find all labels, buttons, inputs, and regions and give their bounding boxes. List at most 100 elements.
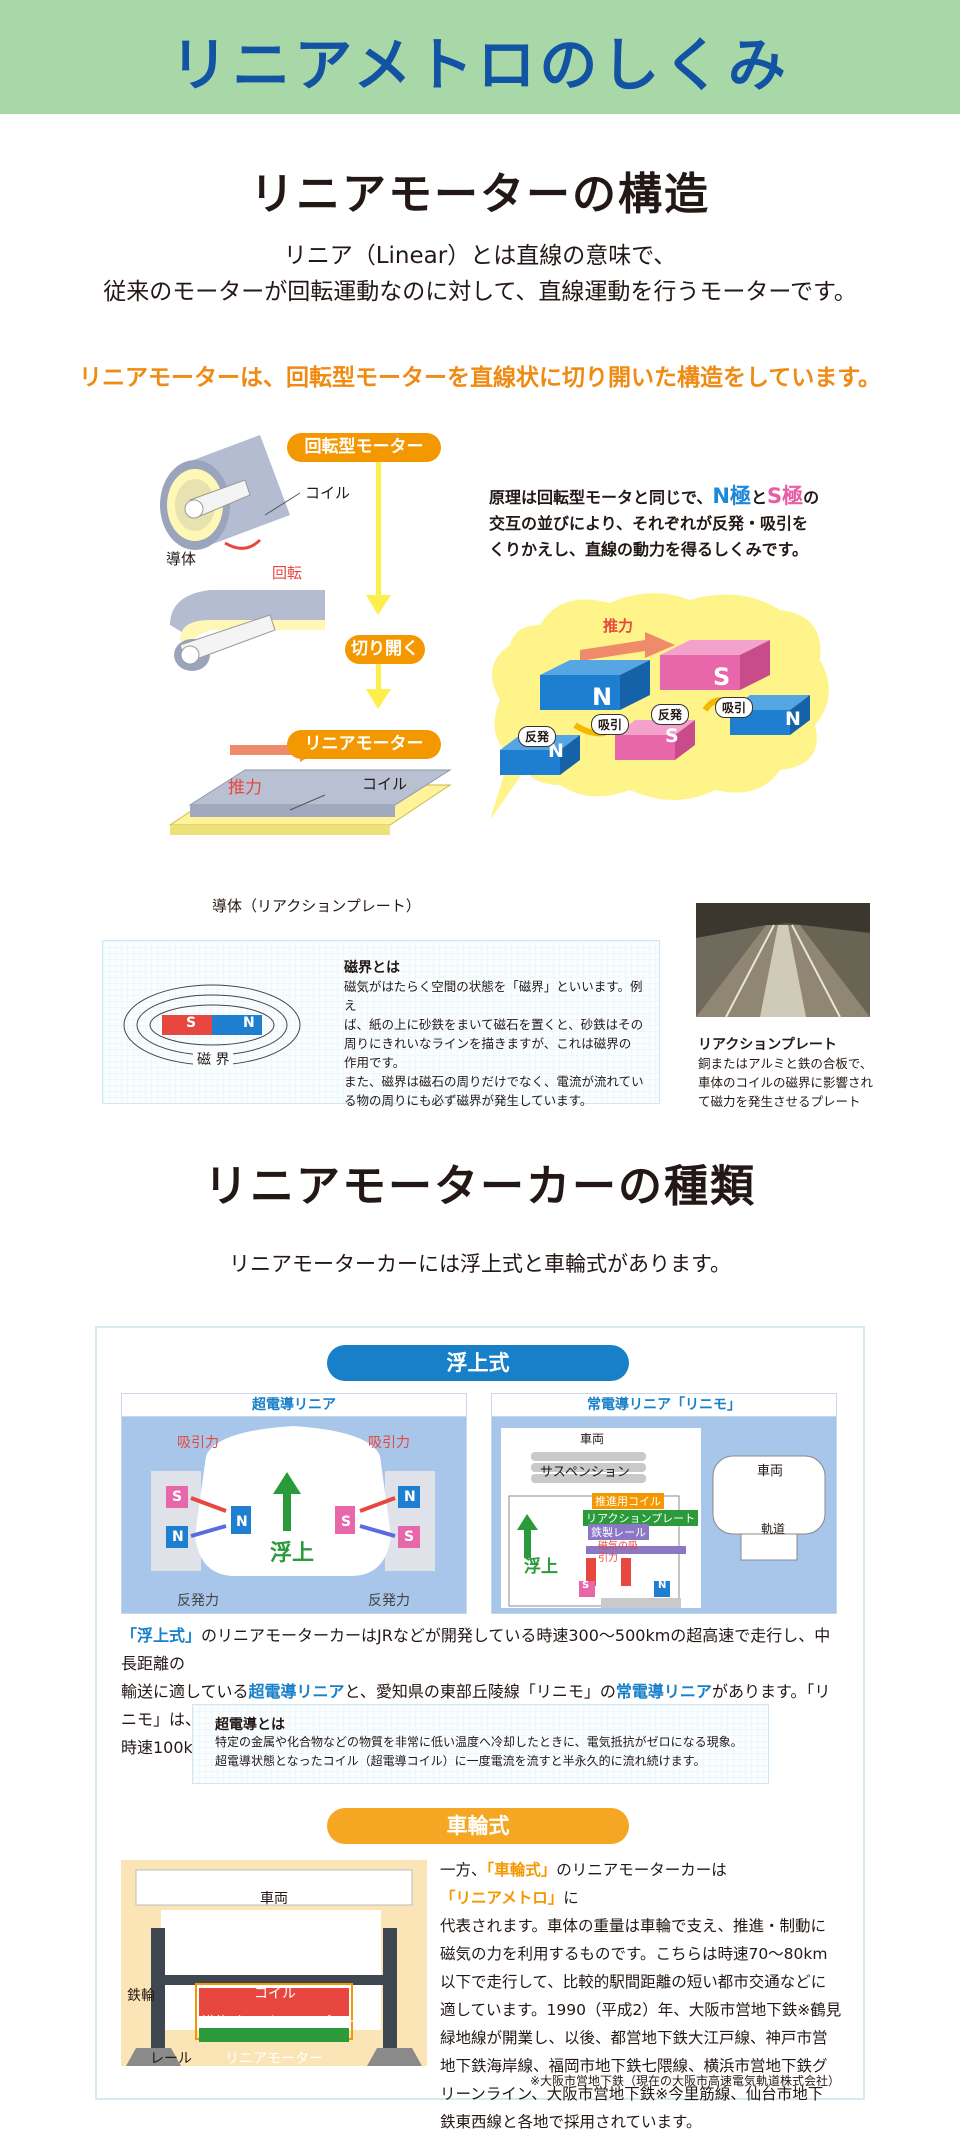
magnet-s-bottom <box>615 720 695 760</box>
coil-label: コイル <box>305 484 351 502</box>
wheel-text-line: 磁気の力を利用するものです。こちらは時速70〜80km <box>440 1945 828 1963</box>
iron-wheel-label: 鉄輪 <box>127 1988 155 2004</box>
wheel-term: 「車輪式」 <box>486 1861 557 1879</box>
magnetic-field-line: ば、紙の上に砂鉄をまいて磁石を置くと、砂鉄はその <box>344 1017 644 1032</box>
superconducting-diagram <box>151 1426 435 1576</box>
maglev-term: 「浮上式」 <box>121 1626 202 1645</box>
field-magnet-s: S <box>186 1015 197 1031</box>
motor-diagram <box>160 435 452 835</box>
superconducting-panel-title: 超電導リニア <box>121 1393 467 1417</box>
maglev-text-part: があります。「リニモ」は、 <box>121 1682 831 1729</box>
magnetic-field-line: 磁気がはたらく空間の状態を「磁界」といいます。例え <box>344 979 643 1013</box>
reaction-plate-line: 車体のコイルの磁界に影響され <box>698 1075 874 1090</box>
coil-block <box>199 1988 349 2016</box>
s-pole-label: S極 <box>766 484 804 508</box>
thrust-arrow <box>230 738 320 762</box>
wheel-diagram <box>121 1860 427 2066</box>
magnetic-field-text: 磁気がはたらく空間の状態を「磁界」といいます。例え ば、紙の上に砂鉄をまいて磁石… <box>344 977 649 1110</box>
principle-text: 原理は回転型モータと同じで、N極とS極の 交互の並びにより、それぞれが反発・吸引… <box>489 483 889 563</box>
maglev-text-part: 輸送に適している <box>121 1682 249 1701</box>
flow-arrow-2 <box>376 653 381 693</box>
wheel-description: 一方、「車輪式」のリニアモーターカーは「リニアメトロ」に 代表されます。車体の重… <box>440 1856 845 2136</box>
reaction-plate-title: リアクションプレート <box>698 1037 837 1053</box>
reaction-plate-text: 銅またはアルミと鉄の合板で、 車体のコイルの磁界に影響され て磁力を発生させるプ… <box>698 1054 878 1111</box>
thrust-label: 推力 <box>228 778 262 798</box>
magnet-n-block <box>212 1015 262 1035</box>
wheel-pill: 車輪式 <box>327 1808 629 1844</box>
linear-coil-label: コイル <box>362 775 408 793</box>
rotary-motor-illustration <box>160 435 290 550</box>
magnet-s-top <box>660 640 770 690</box>
repel-label-2: 反発 <box>651 704 690 725</box>
reaction-plate-line: 銅またはアルミと鉄の合板で、 <box>698 1056 873 1071</box>
linear-motor-illustration <box>168 738 452 835</box>
structure-heading: リニアモーターの構造 <box>250 169 710 220</box>
magnetic-field-line: 周りにきれいなラインを描きますが、これは磁界の <box>344 1036 632 1051</box>
coil-leader <box>264 492 301 516</box>
header-banner <box>0 0 960 114</box>
superconductivity-box <box>192 1704 769 1784</box>
principle-line3: くりかえし、直線の動力を得るしくみです。 <box>489 540 809 559</box>
wheel-car-label: 車両 <box>260 1891 288 1907</box>
reaction-plate-label-linimo: リアクションプレート <box>583 1510 699 1526</box>
principle-post: の <box>803 488 820 507</box>
maglev-text-part: のリニアモーターカーはJRなどが開発している時速300〜500kmの超高速で走行… <box>121 1626 831 1673</box>
principle-pre: 原理は回転型モータと同じで、 <box>489 488 713 507</box>
types-lead: リニアモーターカーには浮上式と車輪式があります。 <box>229 1252 731 1276</box>
suspension-label: サスペンション <box>540 1465 630 1480</box>
superconductivity-line2: 超電導状態となったコイル（超電導コイル）に一度電流を流すと半永久的に流れ続けます… <box>215 1754 706 1768</box>
levitate-label: 浮上 <box>270 1541 315 1566</box>
field-label: 磁 界 <box>193 1049 234 1069</box>
iron-rail-label: 鉄製レール <box>588 1524 649 1540</box>
wheel-text-post: に <box>563 1889 579 1907</box>
track-label: 軌道 <box>761 1522 786 1536</box>
sc-n-label: N <box>172 1529 184 1545</box>
magnetic-field-title: 磁界とは <box>344 960 400 976</box>
magnetic-field-diagram <box>123 984 301 1066</box>
magnetic-field-line: る物の周りにも必ず磁界が発生しています。 <box>344 1093 593 1108</box>
wheel-text-mid: のリニアモーターカーは <box>556 1861 727 1879</box>
conductor-plate-label: 導体（リアクションプレート） <box>212 897 421 915</box>
attract-label-1: 吸引 <box>591 714 630 735</box>
attract-label-2: 吸引 <box>715 697 754 718</box>
magnetic-field-box <box>102 940 660 1104</box>
attract-force-right: 吸引力 <box>368 1435 410 1451</box>
step-cut-open: 切り開く <box>345 635 425 664</box>
bubble-thrust-arrow <box>580 632 675 661</box>
principle-line2: 交互の並びにより、それぞれが反発・吸引を <box>489 514 809 533</box>
wheel-text-line: 適しています。1990（平成2）年、大阪市営地下鉄※鶴見 <box>440 2001 842 2019</box>
wheel-text-line: 地下鉄海岸線、福岡市地下鉄七隈線、横浜市営地下鉄グ <box>440 2057 828 2075</box>
flow-arrow-1 <box>376 450 381 600</box>
magnetic-field-line: また、磁界は磁石の周りだけでなく、電流が流れてい <box>344 1074 644 1089</box>
bubble-n-label-3: N <box>785 708 801 730</box>
attract-force-left: 吸引力 <box>177 1435 219 1451</box>
bubble-s-label-2: S <box>665 725 679 747</box>
magnet-n-top <box>540 660 650 710</box>
magnetic-attraction-label: 磁気の吸引力 <box>598 1541 638 1564</box>
rotation-label: 回転 <box>272 564 303 582</box>
bubble-s-label-1: S <box>713 663 731 691</box>
wheel-text-line: 以下で走行して、比較的駅間距離の短い都市交通などに <box>440 1973 827 1991</box>
opened-motor-illustration <box>170 590 325 671</box>
linimo-levitate-label: 浮上 <box>524 1557 558 1577</box>
normal-conducting-term: 常電導リニア <box>615 1682 712 1701</box>
wheel-car-body <box>135 1869 413 1906</box>
structure-orange-heading: リニアモーターは、回転型モーターを直線状に切り開いた構造をしています。 <box>78 365 881 391</box>
reaction-plate-line: て磁力を発生させるプレート <box>698 1094 861 1109</box>
magnet-s-block <box>162 1015 212 1035</box>
step-linear-motor: リニアモーター <box>287 730 441 759</box>
linimo-car2-label: 車両 <box>757 1464 784 1479</box>
superconducting-term: 超電導リニア <box>248 1682 345 1701</box>
wheel-text-line: リーンライン、大阪市営地下鉄※今里筋線、仙台市地下 <box>440 2085 824 2103</box>
sc-n-label-right: N <box>404 1489 416 1505</box>
axle <box>151 1975 397 1985</box>
wheel-right <box>383 1928 397 2058</box>
car-body <box>195 1426 391 1576</box>
levitate-arrow <box>273 1472 301 1494</box>
wheel-conductor-label: 導体（リアクションプレート） <box>202 2015 383 2030</box>
wheel-text-pre: 一方、 <box>440 1861 487 1879</box>
bubble-n-label-2: N <box>548 740 564 762</box>
n-pole-label: N極 <box>712 484 751 508</box>
structure-lead-line1: リニア（Linear）とは直線の意味で、 <box>283 243 677 269</box>
rotation-arrow <box>224 538 262 550</box>
